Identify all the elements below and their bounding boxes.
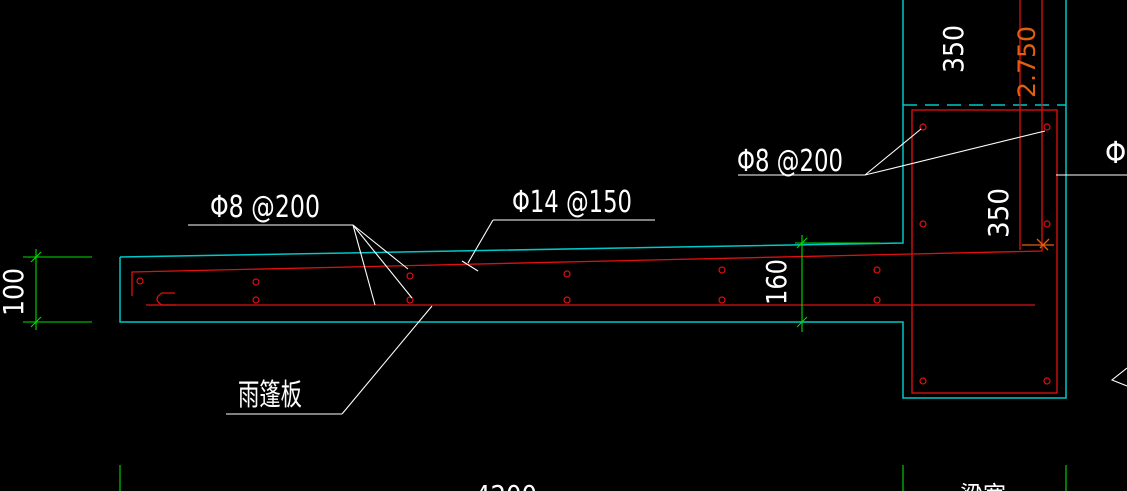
elevation-mark [1022, 238, 1054, 251]
dim-text-bottom-right: 梁宽 [960, 482, 1006, 491]
slab-name-label: 雨篷板 [238, 378, 302, 413]
rebar-label-top-left: Φ8 @200 [210, 190, 320, 225]
concrete-outline [119, 0, 1067, 399]
dim-text-350-mid: 350 [982, 188, 1015, 238]
rebar-label-right: Φ8 @200 [737, 144, 843, 179]
rebar-label-main: Φ14 @150 [512, 185, 632, 220]
rebar-lines [131, 0, 1058, 394]
rebar-dots [136, 123, 1051, 385]
elevation-text: 2.750 [1013, 26, 1041, 98]
leader-lines [188, 128, 1127, 415]
dim-text-100: 100 [0, 268, 30, 316]
dim-text-4200: 4200 [475, 479, 537, 491]
dim-text-160: 160 [760, 259, 793, 305]
dim-text-350-top: 350 [937, 25, 970, 73]
rebar-label-far-right: Φ [1105, 136, 1126, 171]
dimension-lines [23, 235, 1067, 491]
